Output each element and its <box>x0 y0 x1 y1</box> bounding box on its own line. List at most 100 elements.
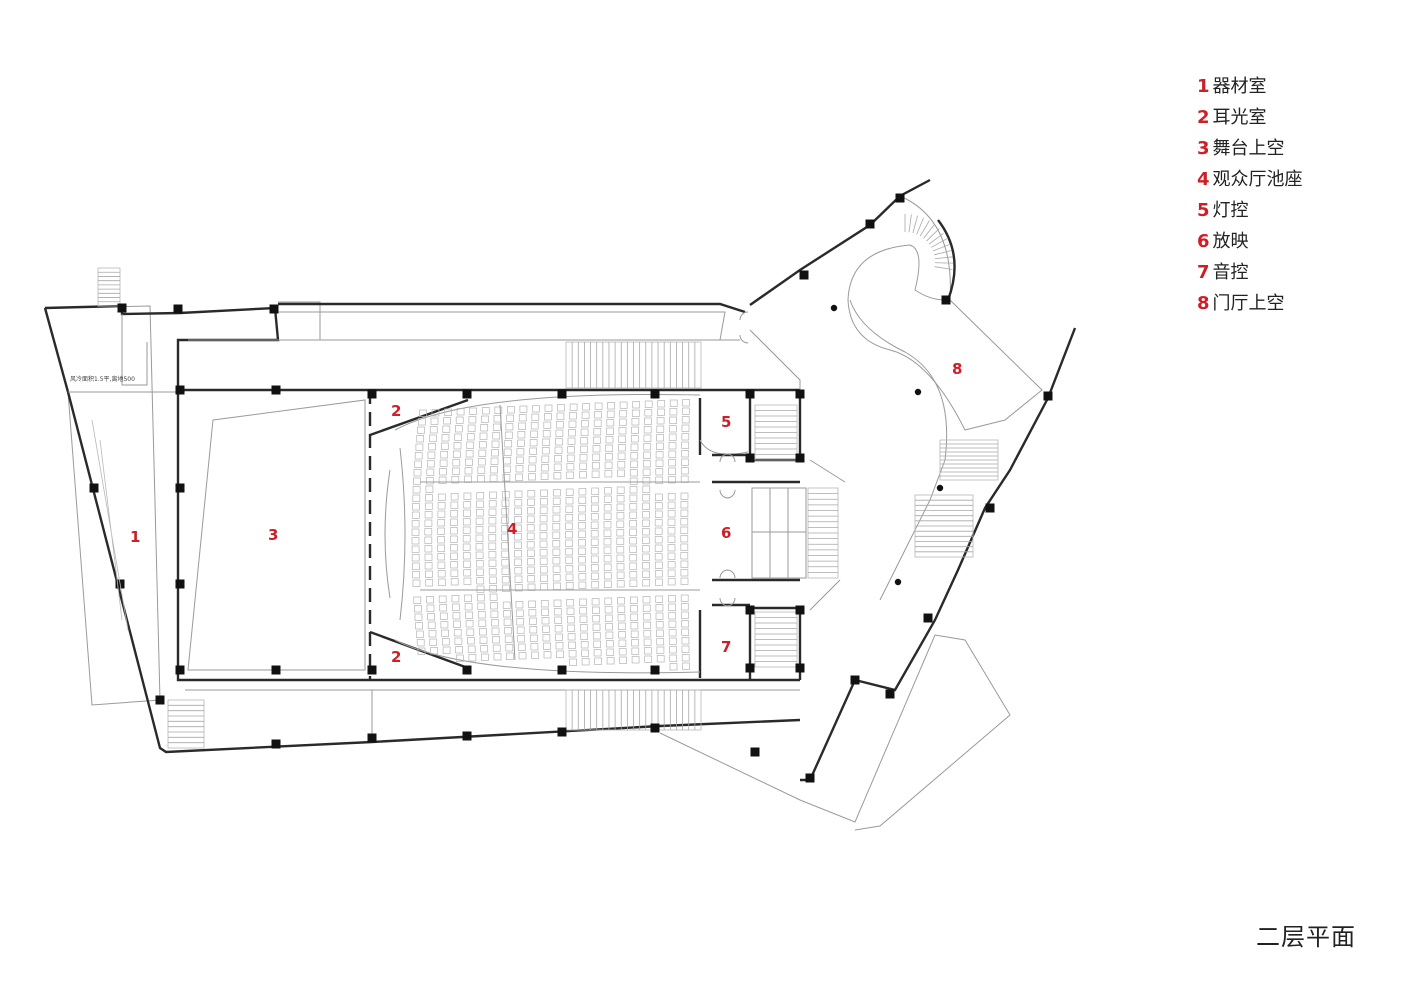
seat <box>440 442 449 450</box>
seat <box>425 494 433 502</box>
seat <box>656 655 665 663</box>
seat <box>605 623 613 631</box>
seat <box>493 415 502 423</box>
seat <box>591 564 599 572</box>
seat <box>429 434 437 442</box>
seat <box>566 599 575 607</box>
legend-number: 3 <box>1197 138 1210 159</box>
seat <box>479 441 487 449</box>
stair-outline <box>97 267 121 307</box>
seat <box>437 553 446 561</box>
column <box>117 303 127 313</box>
seat <box>667 578 676 586</box>
seat <box>478 619 487 627</box>
seat <box>630 435 639 443</box>
seat <box>488 525 497 533</box>
seat <box>552 514 561 522</box>
seat <box>488 551 497 559</box>
seat <box>464 594 472 602</box>
seat <box>579 454 588 462</box>
seat <box>617 452 626 460</box>
seat <box>437 527 445 535</box>
seat <box>554 455 562 463</box>
seat <box>552 506 561 514</box>
seat <box>681 611 689 619</box>
seat <box>528 464 537 472</box>
seat <box>680 594 689 602</box>
seat <box>629 477 638 485</box>
seat <box>504 431 513 439</box>
seat <box>514 490 523 498</box>
exterior-wall <box>44 304 800 392</box>
seat <box>456 654 464 662</box>
lobby-inner-walls <box>749 329 846 611</box>
seat <box>591 496 599 504</box>
seat <box>502 474 511 482</box>
seat <box>642 519 650 527</box>
seat <box>582 403 590 411</box>
column <box>173 304 183 314</box>
legend-number: 6 <box>1197 231 1210 252</box>
seat <box>578 581 587 589</box>
seat <box>643 638 652 646</box>
seat <box>424 562 433 570</box>
seat <box>414 605 422 613</box>
room-label-7: 7 <box>721 638 731 656</box>
seat <box>644 400 653 408</box>
seat <box>655 621 664 629</box>
seat <box>667 510 676 518</box>
seat <box>616 512 625 520</box>
seat <box>656 629 664 637</box>
seat <box>530 422 539 430</box>
seat <box>450 578 459 586</box>
seat <box>616 571 625 579</box>
seat <box>631 639 639 647</box>
seat <box>489 593 498 601</box>
seat <box>668 433 677 441</box>
seat <box>481 415 489 423</box>
seat <box>441 434 450 442</box>
seat <box>593 649 602 657</box>
seat <box>412 494 421 502</box>
seat <box>565 539 573 547</box>
seat <box>425 477 434 485</box>
seat <box>514 516 522 524</box>
seat <box>438 476 447 484</box>
seat <box>657 408 665 416</box>
seat <box>667 544 676 552</box>
plan-annotation: 风冷面积1.5平,离地500 <box>70 375 135 383</box>
seat <box>616 520 625 528</box>
seat <box>581 420 589 428</box>
seat <box>629 503 638 511</box>
seat <box>552 523 561 531</box>
column <box>175 579 185 589</box>
seat <box>488 500 497 508</box>
legend-label: 器材室 <box>1212 76 1267 97</box>
seat <box>542 430 551 438</box>
column <box>269 304 279 314</box>
seat <box>464 603 473 611</box>
seat <box>540 498 548 506</box>
auditorium-seating <box>411 399 690 671</box>
seat <box>565 565 574 573</box>
seat <box>501 533 509 541</box>
seat <box>418 418 426 426</box>
seat <box>526 541 535 549</box>
seat <box>668 476 676 484</box>
seat <box>629 545 637 553</box>
seat <box>554 625 563 633</box>
seat <box>475 551 484 559</box>
seat <box>681 645 690 653</box>
room-label-8: 8 <box>952 360 962 378</box>
seat <box>437 561 446 569</box>
seat <box>654 527 663 535</box>
seat <box>643 451 651 459</box>
seat <box>412 579 421 587</box>
seat <box>491 619 499 627</box>
seat <box>552 531 561 539</box>
seat <box>437 493 446 501</box>
seat <box>681 433 690 441</box>
seat <box>453 450 461 458</box>
